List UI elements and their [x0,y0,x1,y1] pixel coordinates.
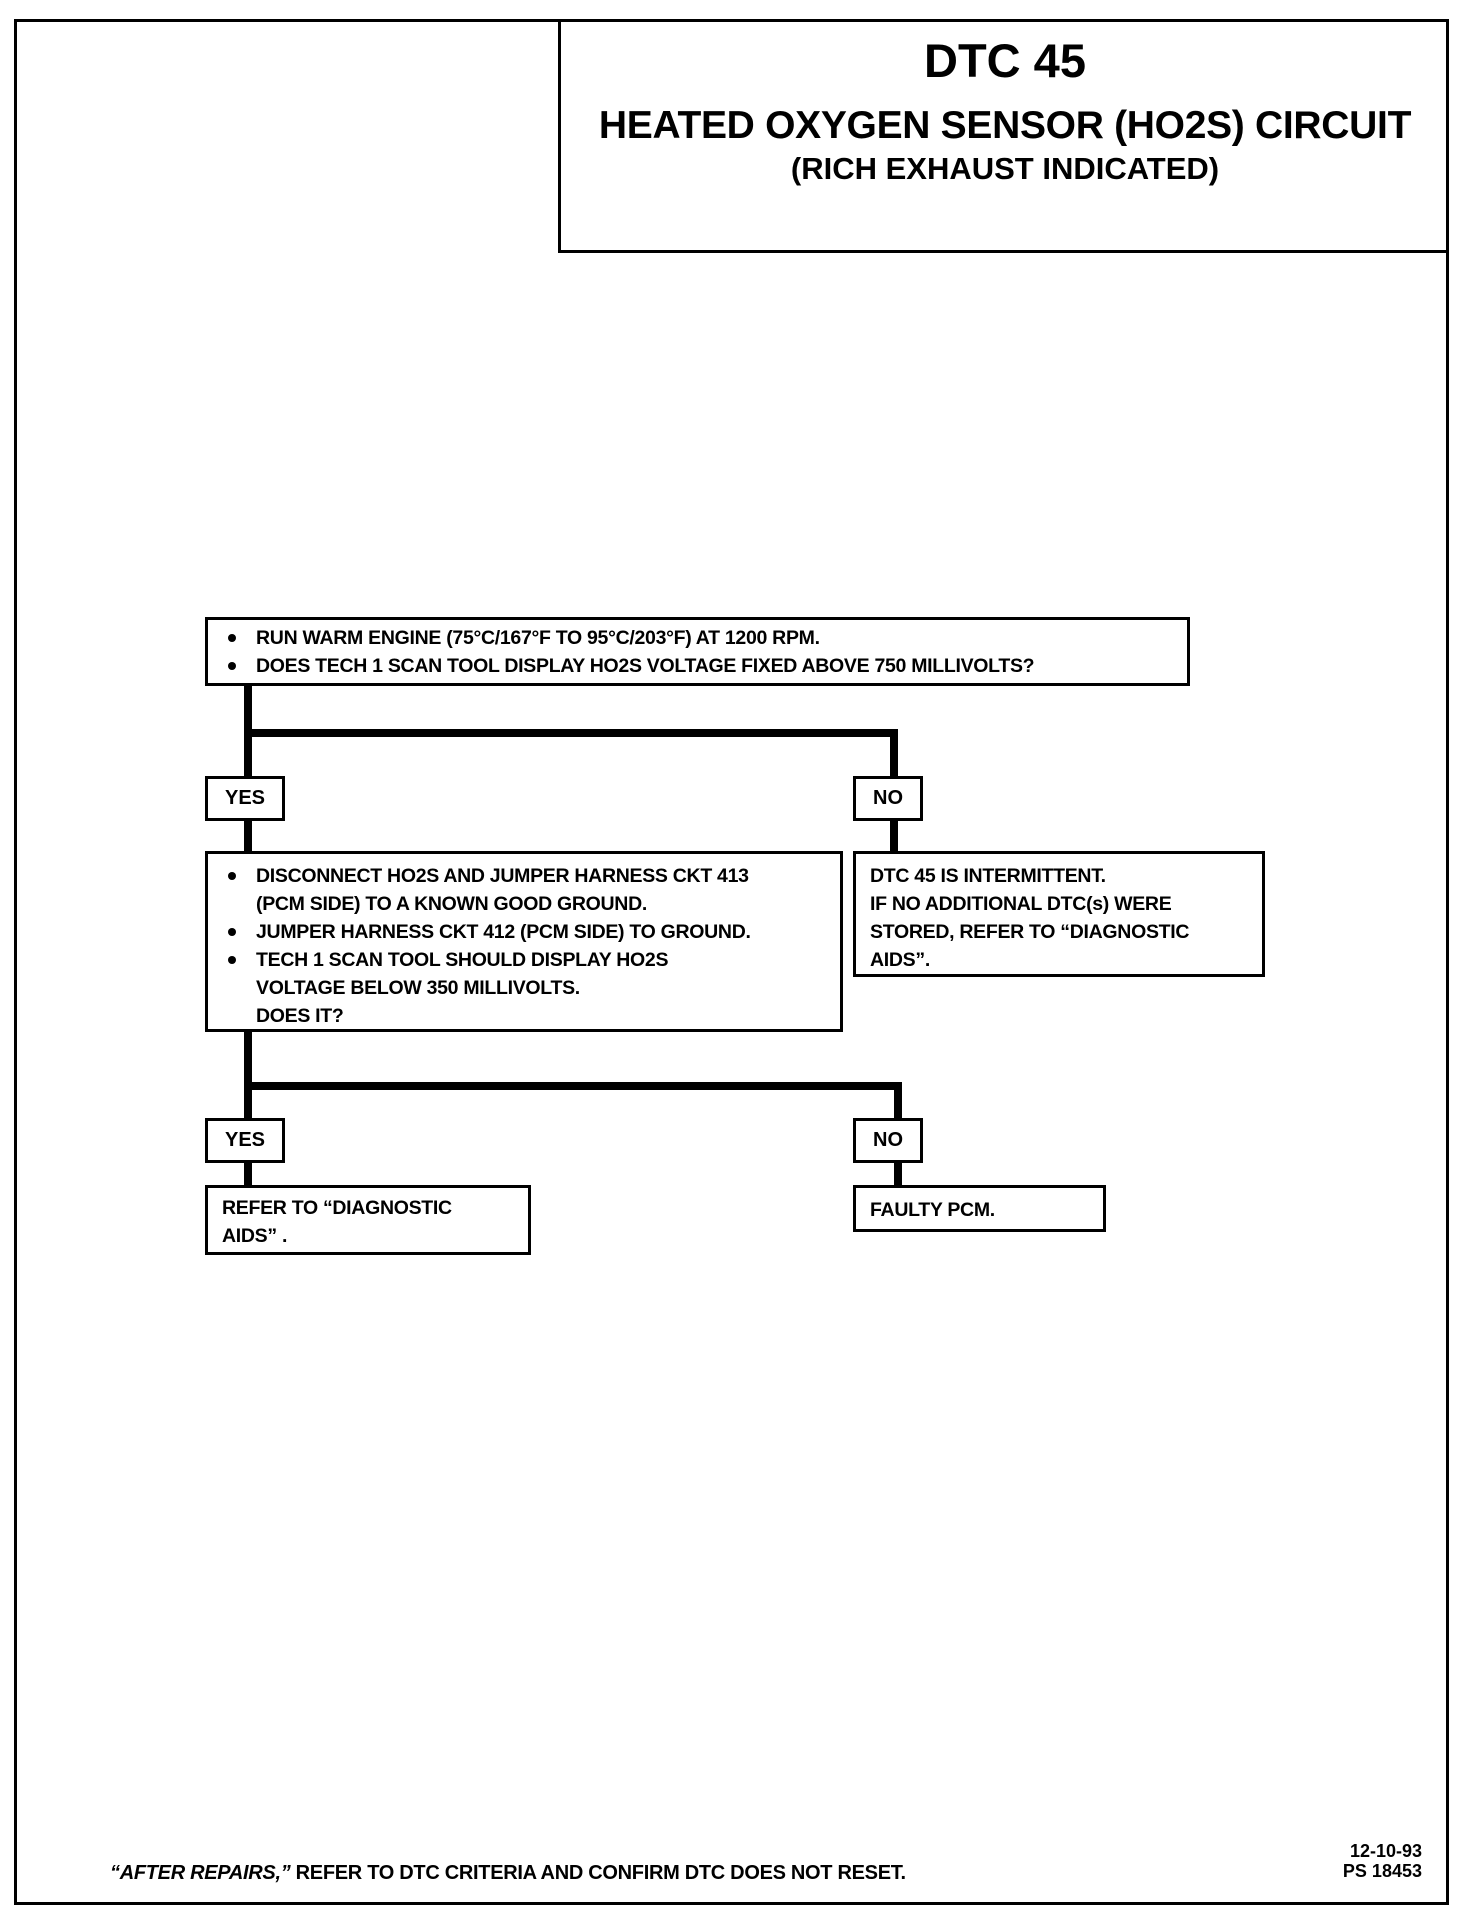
step2-line: VOLTAGE BELOW 350 MILLIVOLTS. [256,977,580,999]
result-diagnostic-aids-box: REFER TO “DIAGNOSTIC AIDS” . [205,1185,531,1255]
step2-bullet: DISCONNECT HO2S AND JUMPER HARNESS CKT 4… [218,862,830,890]
result-intermittent-box: DTC 45 IS INTERMITTENT. IF NO ADDITIONAL… [853,851,1265,977]
footer-text: REFER TO DTC CRITERIA AND CONFIRM DTC DO… [290,1862,906,1884]
step1-bullet: DOES TECH 1 SCAN TOOL DISPLAY HO2S VOLTA… [218,652,1177,680]
result-line: AIDS” . [222,1225,288,1247]
dtc-code: DTC 45 [924,34,1086,87]
step1-box: RUN WARM ENGINE (75°C/167°F TO 95°C/203°… [205,617,1190,686]
branch1-no-label: NO [853,776,923,821]
dtc-name: HEATED OXYGEN SENSOR (HO2S) CIRCUIT [598,104,1412,147]
doc-ref: PS 18453 [1342,1861,1422,1881]
connector [244,1161,252,1187]
footer-emphasis: “AFTER REPAIRS,” [110,1862,291,1884]
step2-line: DOES IT? [256,1005,344,1027]
connector [894,1082,902,1120]
connector [244,818,252,854]
step2-line: (PCM SIDE) TO A KNOWN GOOD GROUND. [256,893,647,915]
title-block: DTC 45 HEATED OXYGEN SENSOR (HO2S) CIRCU… [558,19,1449,253]
branch1-yes-label: YES [205,776,285,821]
branch2-no-label: NO [853,1118,923,1163]
connector [890,729,898,779]
connector [244,1082,902,1090]
connector [890,818,898,854]
result-line: DTC 45 IS INTERMITTENT. [870,865,1106,887]
result-line: STORED, REFER TO “DIAGNOSTIC [870,921,1190,943]
dtc-condition: (RICH EXHAUST INDICATED) [790,151,1220,186]
result-faulty-pcm-box: FAULTY PCM. [853,1185,1106,1232]
step2-bullet: JUMPER HARNESS CKT 412 (PCM SIDE) TO GRO… [218,918,830,946]
doc-stamp: 12-10-93 PS 18453 [1343,1841,1422,1881]
connector [894,1161,902,1186]
result-line: REFER TO “DIAGNOSTIC [222,1197,452,1219]
doc-date: 12-10-93 [1349,1841,1422,1861]
step2-bullet: TECH 1 SCAN TOOL SHOULD DISPLAY HO2S [218,946,830,974]
step1-bullet: RUN WARM ENGINE (75°C/167°F TO 95°C/203°… [218,624,1177,652]
connector [244,1030,252,1120]
branch2-yes-label: YES [205,1118,285,1163]
footer-note: “AFTER REPAIRS,” REFER TO DTC CRITERIA A… [110,1862,906,1885]
step2-box: DISCONNECT HO2S AND JUMPER HARNESS CKT 4… [205,851,843,1032]
result-line: IF NO ADDITIONAL DTC(s) WERE [870,893,1172,915]
result-line: AIDS”. [870,949,930,971]
result-line: FAULTY PCM. [870,1199,995,1221]
connector [244,729,898,737]
